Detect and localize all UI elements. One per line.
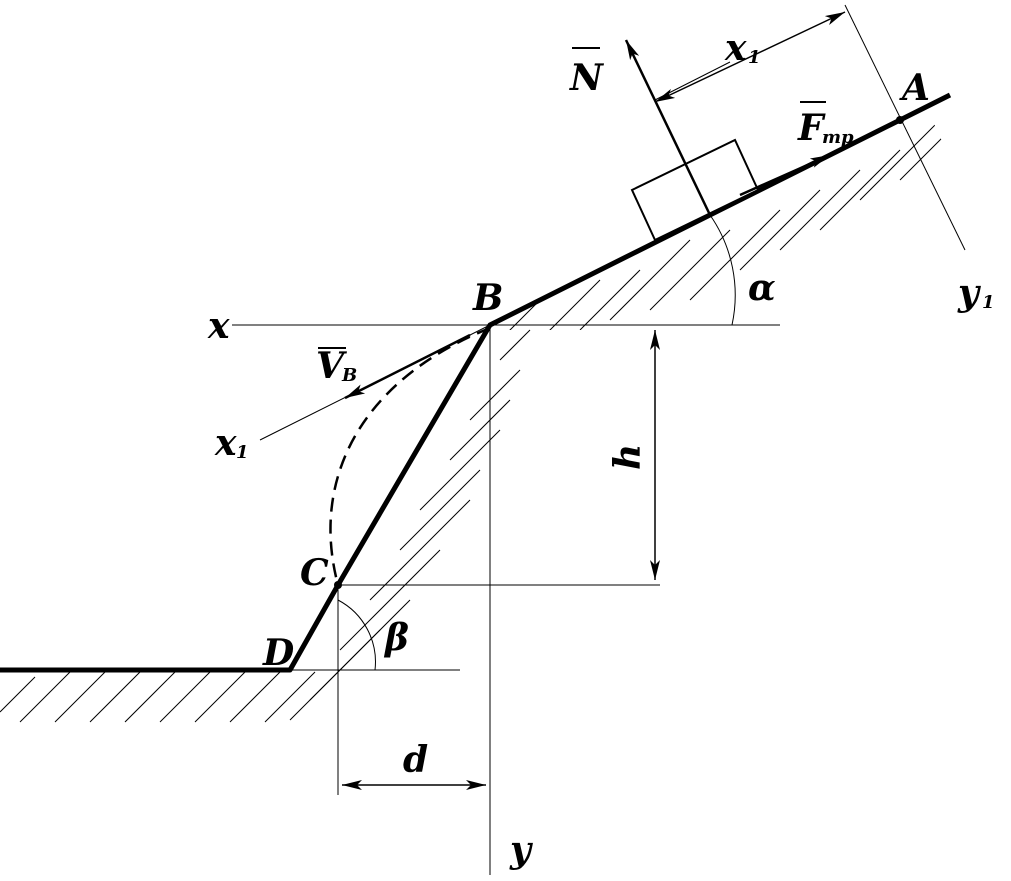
label-axis-y: y (509, 829, 533, 871)
label-height-h: h (607, 444, 649, 470)
angle-alpha-arc (709, 214, 736, 326)
label-force-n: N (569, 57, 605, 99)
label-angle-alpha: α (748, 267, 776, 309)
label-dim-x1-sub: 1 (748, 47, 761, 68)
friction-force-arrow (739, 153, 831, 197)
label-force-f-sub: mp (822, 127, 854, 148)
normal-force-arrow (624, 39, 712, 216)
x1-dimension-arrow (654, 11, 846, 103)
label-point-a: A (899, 67, 930, 109)
label-point-d: D (262, 632, 294, 674)
label-axis-x: x (207, 305, 230, 347)
trajectory-arc (329, 326, 491, 586)
label-dim-x1: x (724, 27, 747, 69)
label-angle-beta: β (383, 617, 409, 659)
label-axis-x1-sub: 1 (236, 442, 249, 463)
label-velocity-v: V (316, 345, 347, 387)
construction-lines (232, 4, 966, 875)
velocity-arrow (344, 333, 471, 400)
label-velocity-v-sub: B (341, 365, 357, 386)
angle-beta-arc (337, 599, 376, 671)
label-axis-x1: x (214, 422, 237, 464)
vector-overbars (318, 47, 826, 349)
surface-profile (0, 92, 952, 673)
axis-y1-line (844, 4, 966, 251)
label-point-c: C (300, 552, 329, 594)
label-axis-y1-sub: 1 (982, 292, 995, 313)
ground-hatching (0, 671, 316, 723)
label-force-f: F (797, 107, 826, 149)
cliff-hatching (289, 329, 531, 721)
label-distance-d: d (403, 739, 428, 781)
label-point-b: B (472, 277, 503, 319)
sliding-block (630, 138, 760, 242)
point-c-dot (334, 581, 342, 589)
label-axis-y1: y (957, 272, 981, 314)
point-a-dot (896, 116, 904, 124)
